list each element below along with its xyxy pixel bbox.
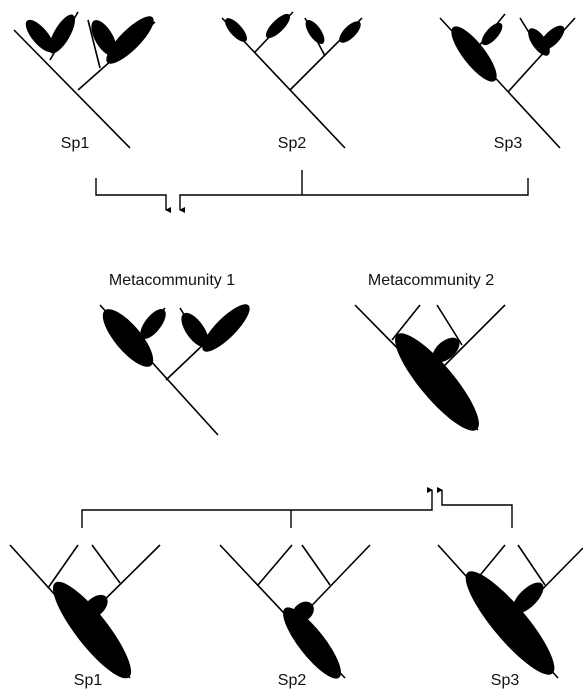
tree-metacommunity-1: [99, 304, 250, 436]
trait-blob: [82, 594, 108, 620]
trait-blob: [140, 308, 166, 340]
trait-blob: [106, 16, 154, 64]
trait-blob: [292, 601, 314, 623]
bottom-sp2-label: Sp2: [278, 672, 307, 689]
tree-sp1-top: [13, 11, 156, 149]
connector-sp2-sp3-to-meta1: [179, 178, 529, 213]
tree-sp3-top: [439, 13, 576, 149]
connector-sp1-sp2-to-meta2: [81, 487, 433, 528]
trait-blob: [202, 304, 250, 352]
trait-blob: [395, 333, 479, 431]
tree-branch: [47, 544, 79, 589]
top-sp3-label: Sp3: [494, 135, 523, 152]
trait-blob: [49, 14, 75, 54]
trait-blob: [465, 571, 555, 675]
trait-blob: [451, 26, 497, 82]
bottom-sp1-label: Sp1: [74, 672, 103, 689]
trait-blob: [481, 22, 503, 46]
top-connectors: [95, 170, 529, 213]
trait-blob: [512, 582, 544, 614]
tree-branch: [436, 304, 463, 346]
trait-blob: [225, 18, 247, 42]
tree-sp3-bottom: [437, 544, 583, 679]
trait-blob: [283, 607, 341, 679]
trait-blob: [305, 20, 325, 44]
top-sp1-label: Sp1: [61, 135, 90, 152]
tree-sp2-top: [221, 11, 363, 149]
trait-blob: [52, 581, 132, 679]
tree-metacommunity-2: [354, 304, 506, 431]
metacommunity-2-label: Metacommunity 2: [368, 272, 494, 289]
bottom-sp3-label: Sp3: [491, 672, 520, 689]
bottom-connectors: [81, 487, 513, 528]
trait-blob: [25, 19, 55, 53]
trait-blob: [181, 312, 209, 348]
trait-blob: [102, 309, 154, 367]
tree-sp1-bottom: [9, 544, 161, 679]
connector-sp3-to-meta2: [437, 487, 513, 528]
tree-branch: [517, 544, 546, 586]
metacommunity-1-label: Metacommunity 1: [109, 272, 235, 289]
trait-blob: [432, 337, 460, 363]
top-sp2-label: Sp2: [278, 135, 307, 152]
tree-branch: [257, 544, 293, 586]
tree-branch: [87, 19, 101, 69]
tree-branch: [13, 29, 131, 149]
trait-blob: [265, 13, 291, 39]
trait-blob: [339, 21, 361, 43]
tree-branch: [91, 544, 121, 584]
trait-blob: [91, 20, 117, 56]
tree-branch: [507, 17, 576, 93]
tree-branch: [391, 304, 421, 341]
tree-sp2-bottom: [219, 544, 371, 679]
tree-branch: [301, 544, 331, 586]
trait-blob: [539, 25, 565, 51]
connector-sp1-to-meta1: [95, 178, 171, 213]
